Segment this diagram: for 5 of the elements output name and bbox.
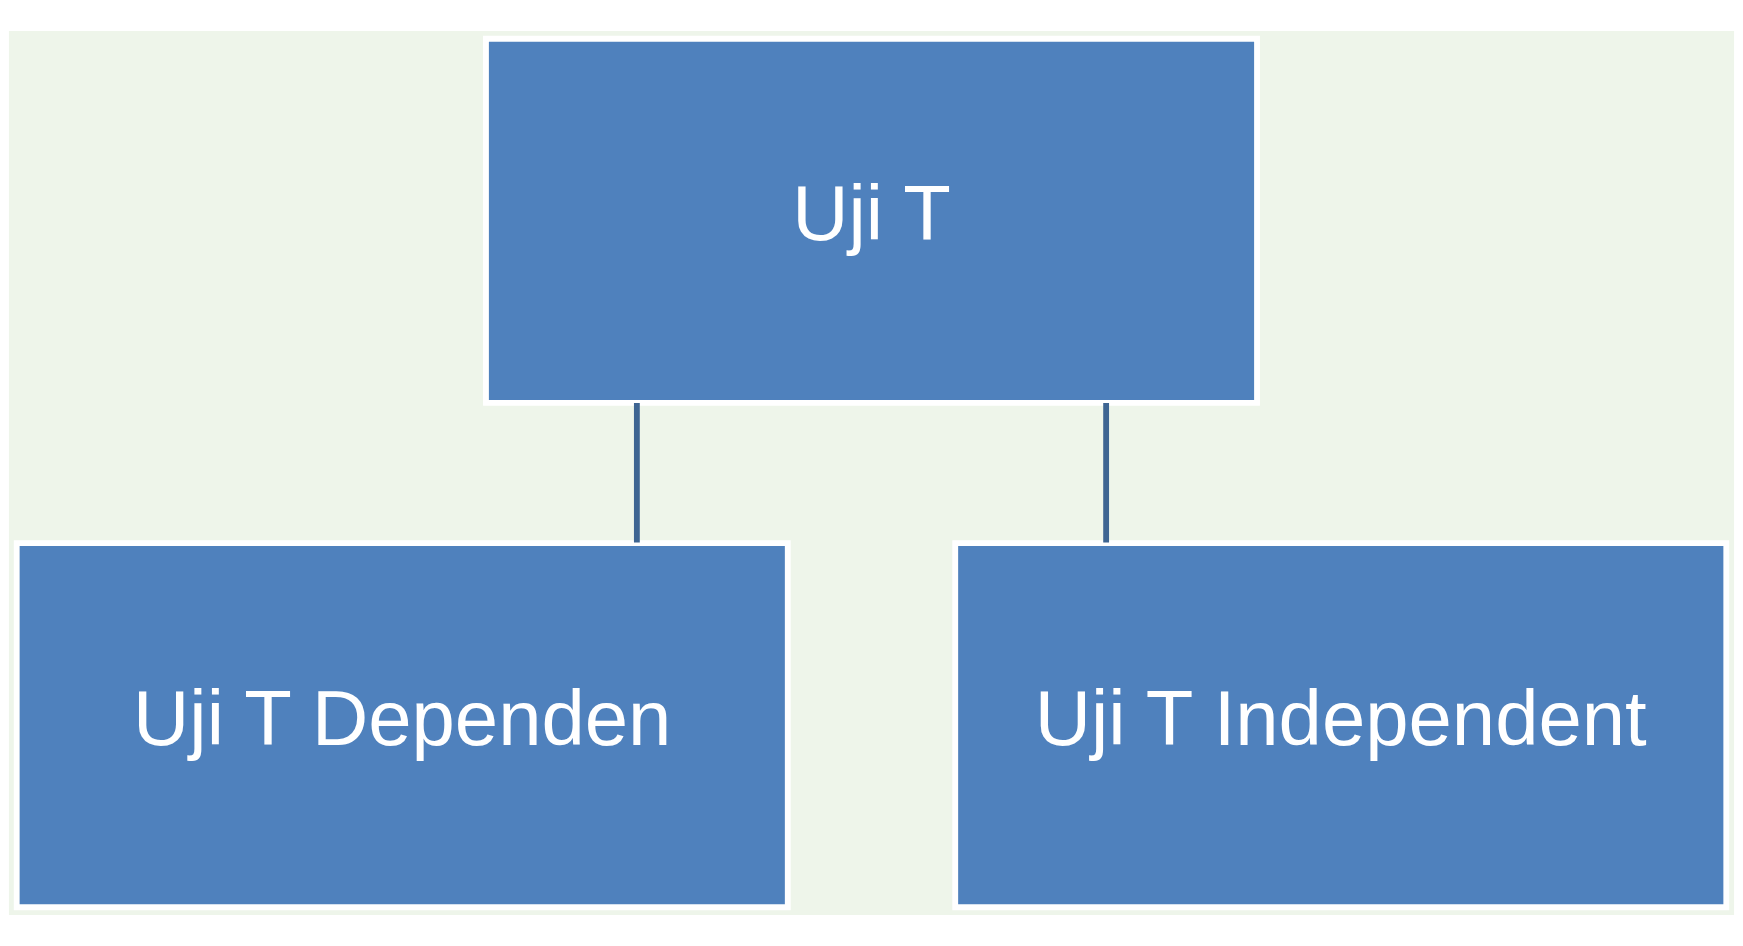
node-box: Uji T xyxy=(483,35,1260,406)
node-box: Uji T Dependen xyxy=(13,540,791,911)
connector xyxy=(633,402,640,543)
node-box: Uji T Independent xyxy=(952,540,1730,911)
connector xyxy=(1103,402,1110,543)
